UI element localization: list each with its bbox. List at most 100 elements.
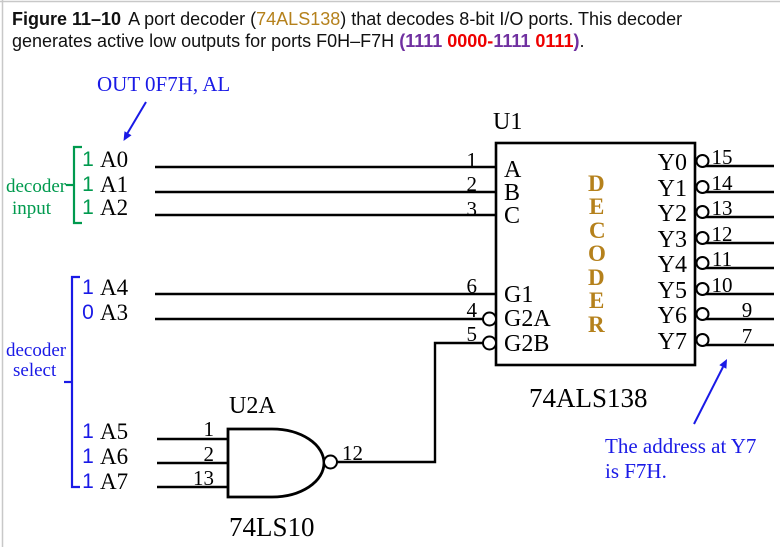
u2a-pin13-number: 13 <box>193 466 214 490</box>
u1-pin10-number: 10 <box>711 273 733 297</box>
a1-bit-value: 1 <box>82 173 94 196</box>
a7-bit-value: 1 <box>82 470 94 493</box>
u1-pin9-number: 9 <box>741 298 753 322</box>
caption-binary-3: 1111 <box>493 31 531 51</box>
u1-y4-label: Y4 <box>657 252 687 278</box>
decoder-letter-3: C <box>589 218 606 243</box>
caption-paren-close: ) <box>573 31 580 51</box>
caption-period: . <box>579 31 585 51</box>
a0-signal-name: A0 <box>100 147 129 172</box>
a3-bit-value: 0 <box>82 301 94 324</box>
nand-output-bubble <box>323 454 338 470</box>
output-bubbles <box>695 154 710 347</box>
u1-pin6-number: 6 <box>466 274 478 298</box>
caption-binary-2: 0000- <box>442 31 494 51</box>
nand-gate-body <box>226 427 326 499</box>
a5-signal-name: A5 <box>100 419 129 444</box>
a6-bit-value: 1 <box>82 445 94 468</box>
u1-input-c-label: C <box>504 203 521 229</box>
u1-pin15-number: 15 <box>711 145 733 169</box>
decoder-input-label-line2: input <box>12 198 52 219</box>
y4-bubble <box>695 256 710 270</box>
y7-annotation-arrow <box>693 359 727 425</box>
decoder-letter-5: D <box>588 265 605 290</box>
u1-pin5-number: 5 <box>466 322 478 346</box>
a6-signal-name: A6 <box>100 444 129 469</box>
u2a-pin2-number: 2 <box>203 442 215 466</box>
u2a-ref-label: U2A <box>229 393 276 419</box>
u1-pin1-number: 1 <box>466 148 478 172</box>
decoder-letter-6: E <box>589 288 605 313</box>
y0-bubble <box>695 154 710 168</box>
u1-g2b-label: G2B <box>504 331 550 357</box>
wire-nand-to-g2b <box>337 341 483 464</box>
out-annotation-arrow <box>123 101 147 141</box>
u1-g1-label: G1 <box>504 282 534 308</box>
u1-y1-label: Y1 <box>657 176 687 202</box>
u1-pin2-number: 2 <box>466 172 478 196</box>
a5-bit-value: 1 <box>82 420 94 443</box>
decoder-select-label-line2: select <box>13 360 57 381</box>
y7-note-line1: The address at Y7 <box>605 434 757 458</box>
a3-signal-name: A3 <box>100 300 129 325</box>
u1-ic-body <box>494 141 697 367</box>
y7-note-line2: is F7H. <box>605 459 667 483</box>
u1-y0-label: Y0 <box>657 150 687 176</box>
decoder-letter-1: D <box>588 171 605 196</box>
u1-input-b-label: B <box>504 180 521 206</box>
u1-input-a-label: A <box>504 157 522 183</box>
u1-pin3-number: 3 <box>466 197 478 221</box>
a4-bit-value: 1 <box>82 276 94 299</box>
u1-y7-label: Y7 <box>657 329 687 355</box>
u1-ref-label: U1 <box>493 109 523 135</box>
a4-signal-name: A4 <box>100 275 129 300</box>
caption-paren-open: ( <box>399 31 406 51</box>
caption-text-2: ) that decodes 8-bit I/O ports. This dec… <box>340 9 683 29</box>
u1-pin13-number: 13 <box>711 196 733 220</box>
u2a-pin1-number: 1 <box>203 417 215 441</box>
u1-pin12-number: 12 <box>711 222 733 246</box>
decoder-select-bracket <box>64 275 80 489</box>
figure-caption: Figure 11–10 A port decoder (74ALS138) th… <box>12 8 776 52</box>
y7-bubble <box>695 333 710 347</box>
y3-bubble <box>695 231 710 245</box>
u2a-part-number: 74LS10 <box>229 512 315 542</box>
a2-signal-name: A2 <box>100 195 129 220</box>
caption-binary-1: 1111 <box>405 31 443 51</box>
y5-bubble <box>695 282 710 296</box>
decoder-input-label-line1: decoder <box>6 176 67 197</box>
u1-g2a-label: G2A <box>504 306 551 332</box>
decoder-letter-7: R <box>588 312 605 337</box>
caption-binary-4: 0111 <box>530 31 574 51</box>
caption-text-3: generates active low outputs for ports F… <box>12 31 400 51</box>
decoder-select-label-line1: decoder <box>6 340 67 361</box>
u1-pin4-number: 4 <box>466 298 478 322</box>
a1-signal-name: A1 <box>100 172 129 197</box>
u1-part-number: 74ALS138 <box>529 383 648 413</box>
g2a-bubble <box>482 311 497 327</box>
u2a-pin12-number: 12 <box>342 441 363 465</box>
u1-y3-label: Y3 <box>657 227 687 253</box>
a2-bit-value: 1 <box>82 196 94 219</box>
u1-y2-label: Y2 <box>657 201 687 227</box>
decoder-letter-2: E <box>589 194 605 219</box>
out-instruction-label: OUT 0F7H, AL <box>97 72 231 96</box>
u1-pin14-number: 14 <box>711 171 733 195</box>
address-input-wires <box>155 164 774 489</box>
g2b-bubble <box>482 335 497 351</box>
y2-bubble <box>695 205 710 219</box>
y1-bubble <box>695 180 710 194</box>
decoder-letter-4: O <box>588 241 606 266</box>
decoder-input-bracket <box>66 145 82 225</box>
caption-text-1: A port decoder ( <box>128 9 257 29</box>
y6-bubble <box>695 307 710 321</box>
a7-signal-name: A7 <box>100 469 129 494</box>
caption-chip-name: 74ALS138 <box>256 9 341 29</box>
figure-number: Figure 11–10 <box>12 9 122 29</box>
u1-pin11-number: 11 <box>711 247 733 271</box>
u1-y6-label: Y6 <box>657 303 687 329</box>
u1-pin7-number: 7 <box>741 324 753 348</box>
a0-bit-value: 1 <box>82 148 94 171</box>
